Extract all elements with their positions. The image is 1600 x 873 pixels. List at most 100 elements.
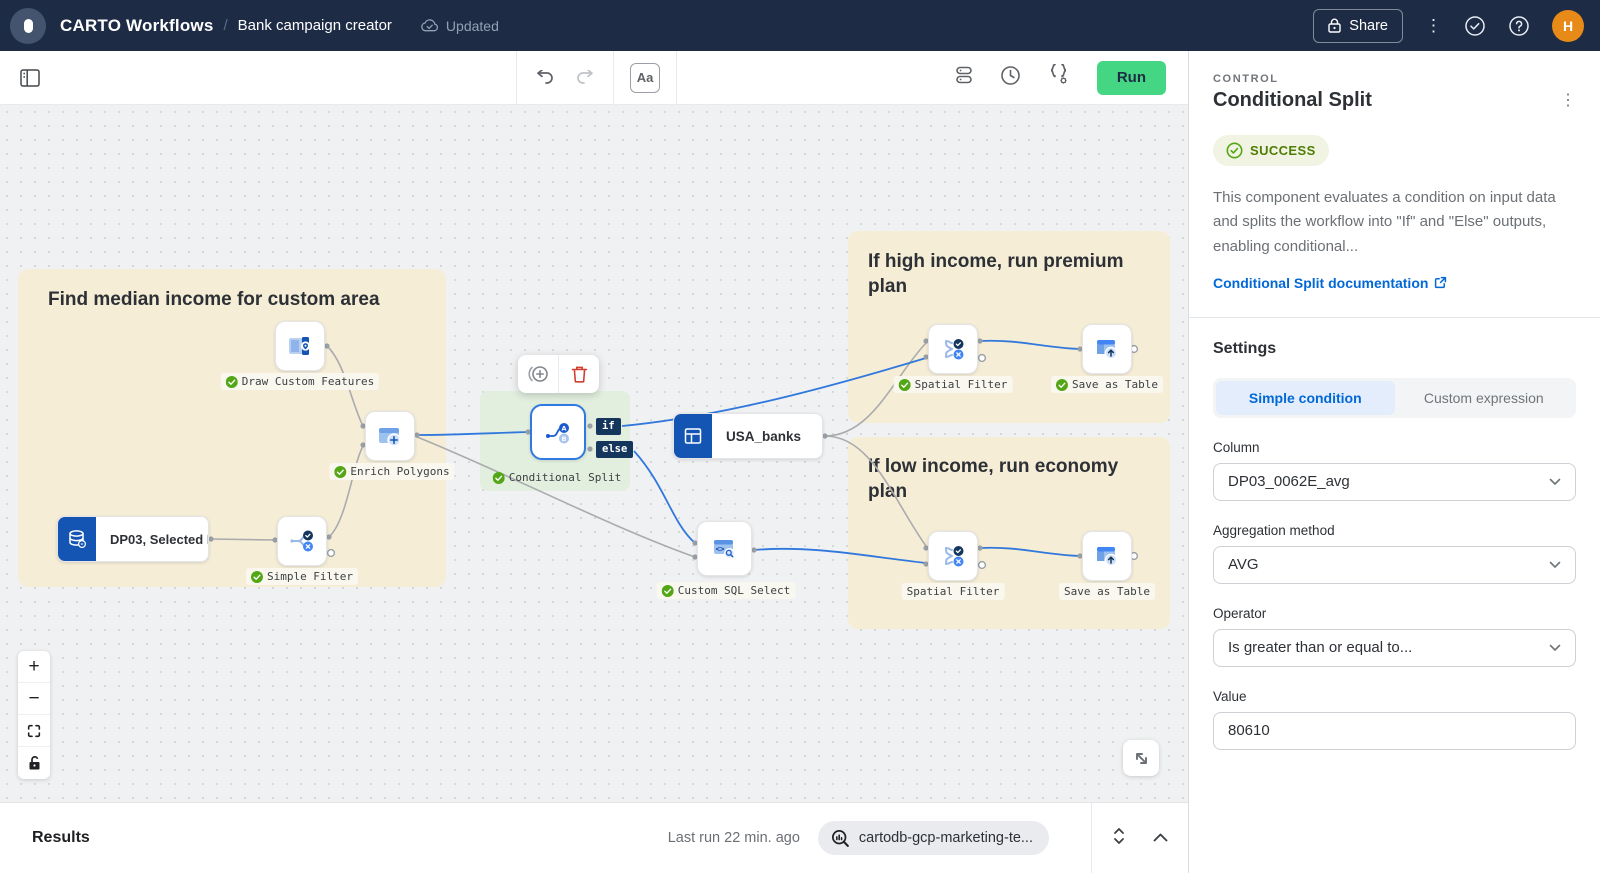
operator-field-label: Operator (1213, 605, 1267, 621)
nav-actions: Share ⋮ H (1313, 8, 1584, 43)
spatial-filter-icon (945, 546, 964, 567)
toggle-sidebar-icon[interactable] (20, 68, 40, 87)
annotation-tool-button[interactable]: Aa (630, 62, 660, 93)
success-check-icon (225, 375, 238, 388)
sync-status-label: Updated (445, 17, 499, 34)
collapse-results-button[interactable] (1153, 829, 1168, 847)
expand-results-button[interactable] (1123, 740, 1159, 776)
main-area: Aa Run (0, 50, 1600, 873)
column-select[interactable]: DP03_0062E_avg (1213, 462, 1576, 501)
bigquery-icon (831, 829, 849, 847)
help-icon[interactable] (1508, 15, 1530, 37)
zoom-out-button[interactable]: − (18, 683, 50, 715)
nav-more-menu[interactable]: ⋮ (1425, 16, 1442, 35)
node-save-as-table-premium[interactable] (1082, 324, 1132, 374)
duplicate-node-button[interactable] (518, 355, 558, 393)
node-simple-filter[interactable] (277, 516, 327, 566)
node-spatial-filter-premium[interactable] (928, 324, 978, 374)
save-as-table-icon (1097, 340, 1118, 360)
node-label-spatial-filter-economy: Spatial Filter (901, 583, 1005, 600)
component-settings-panel: CONTROL Conditional Split ⋮ SUCCESS This… (1188, 51, 1600, 873)
svg-text:A: A (561, 424, 566, 432)
output-badge-if[interactable]: if (596, 418, 621, 435)
group-title-economy-plan: If low income, run economy plan (868, 456, 1119, 502)
node-label-custom-sql-select: Custom SQL Select (656, 582, 796, 599)
aggregation-field-label: Aggregation method (1213, 522, 1335, 538)
zoom-controls: + − (18, 651, 50, 779)
node-label-conditional-split: Conditional Split (488, 469, 627, 486)
draw-custom-features-icon (289, 337, 311, 355)
node-label-save-as-table-economy: Save as Table (1058, 583, 1156, 600)
node-draw-custom-features[interactable] (275, 321, 325, 371)
node-label-dp03-source: DP03, Selected E... (110, 531, 208, 547)
group-title-premium-plan: If high income, run premium plan (868, 251, 1124, 297)
validation-status-icon[interactable] (1464, 15, 1486, 37)
user-avatar[interactable]: H (1552, 9, 1584, 42)
documentation-link[interactable]: Conditional Split documentation (1213, 275, 1447, 291)
top-nav: CARTO Workflows / Bank campaign creator … (0, 0, 1600, 51)
sync-status: Updated (420, 18, 499, 34)
zoom-in-button[interactable]: + (18, 651, 50, 683)
simple-filter-icon (290, 530, 313, 552)
results-divider (1091, 803, 1092, 873)
toolbar-divider (676, 50, 677, 105)
group-title-median-income: Find median income for custom area (48, 289, 380, 310)
column-field-label: Column (1213, 439, 1260, 455)
code-settings-icon[interactable] (1047, 63, 1071, 91)
success-check-icon (250, 570, 263, 583)
run-button[interactable]: Run (1096, 60, 1166, 95)
undo-button[interactable] (525, 69, 565, 86)
node-spatial-filter-economy[interactable] (928, 531, 978, 581)
operator-select[interactable]: Is greater than or equal to... (1213, 628, 1576, 667)
tab-simple-condition[interactable]: Simple condition (1216, 380, 1395, 415)
output-badge-else[interactable]: else (596, 441, 634, 458)
lock-icon (1328, 18, 1341, 33)
workflow-canvas[interactable]: Find median income for custom area If hi… (0, 105, 1188, 802)
status-badge-label: SUCCESS (1250, 143, 1316, 158)
toolbar-divider (558, 355, 559, 393)
success-check-icon (492, 471, 505, 484)
documentation-link-label: Conditional Split documentation (1213, 274, 1429, 291)
share-button-label: Share (1349, 17, 1388, 34)
workflow-title[interactable]: Bank campaign creator (237, 17, 392, 34)
panel-divider (1189, 316, 1600, 318)
aggregation-select[interactable]: AVG (1213, 545, 1576, 584)
chevron-down-icon (1549, 644, 1561, 651)
table-icon (684, 428, 702, 444)
node-save-as-table-economy[interactable] (1082, 531, 1132, 581)
component-description: This component evaluates a condition on … (1213, 189, 1556, 255)
database-icon (69, 530, 87, 549)
datasource-icon-block (58, 517, 96, 561)
fit-to-extent-button[interactable] (18, 715, 50, 747)
share-button[interactable]: Share (1313, 8, 1403, 43)
node-enrich-polygons[interactable] (365, 411, 415, 461)
panel-more-menu[interactable]: ⋮ (1560, 92, 1576, 109)
node-dp03-source[interactable]: DP03, Selected E... (57, 516, 209, 562)
node-label-spatial-filter-premium: Spatial Filter (893, 376, 1013, 393)
success-check-icon (661, 584, 674, 597)
carto-logo[interactable] (10, 7, 46, 44)
svg-text:B: B (562, 435, 567, 443)
components-list-icon[interactable] (954, 65, 974, 90)
toolbar-divider (516, 50, 517, 105)
resize-results-button[interactable] (1113, 827, 1125, 850)
success-circle-icon (1226, 142, 1243, 159)
save-as-table-icon (1097, 547, 1118, 567)
tab-custom-expression[interactable]: Custom expression (1423, 389, 1544, 406)
node-usa-banks[interactable]: USA_banks (673, 413, 823, 459)
chevron-down-icon (1549, 478, 1561, 485)
operator-select-value: Is greater than or equal to... (1228, 639, 1413, 657)
node-label-enrich-polygons: Enrich Polygons (329, 463, 455, 480)
history-icon[interactable] (1000, 65, 1021, 91)
lock-canvas-button[interactable] (18, 747, 50, 779)
value-input[interactable] (1213, 711, 1576, 750)
delete-node-button[interactable] (559, 355, 599, 393)
app-title: CARTO Workflows (60, 15, 214, 35)
results-title: Results (32, 829, 90, 846)
node-custom-sql-select[interactable]: <> (697, 521, 752, 576)
redo-button[interactable] (565, 69, 605, 86)
connection-pill[interactable]: cartodb-gcp-marketing-te... (817, 821, 1049, 855)
svg-text:<>: <> (715, 544, 725, 553)
workflow-workspace: Aa Run (0, 50, 1188, 873)
